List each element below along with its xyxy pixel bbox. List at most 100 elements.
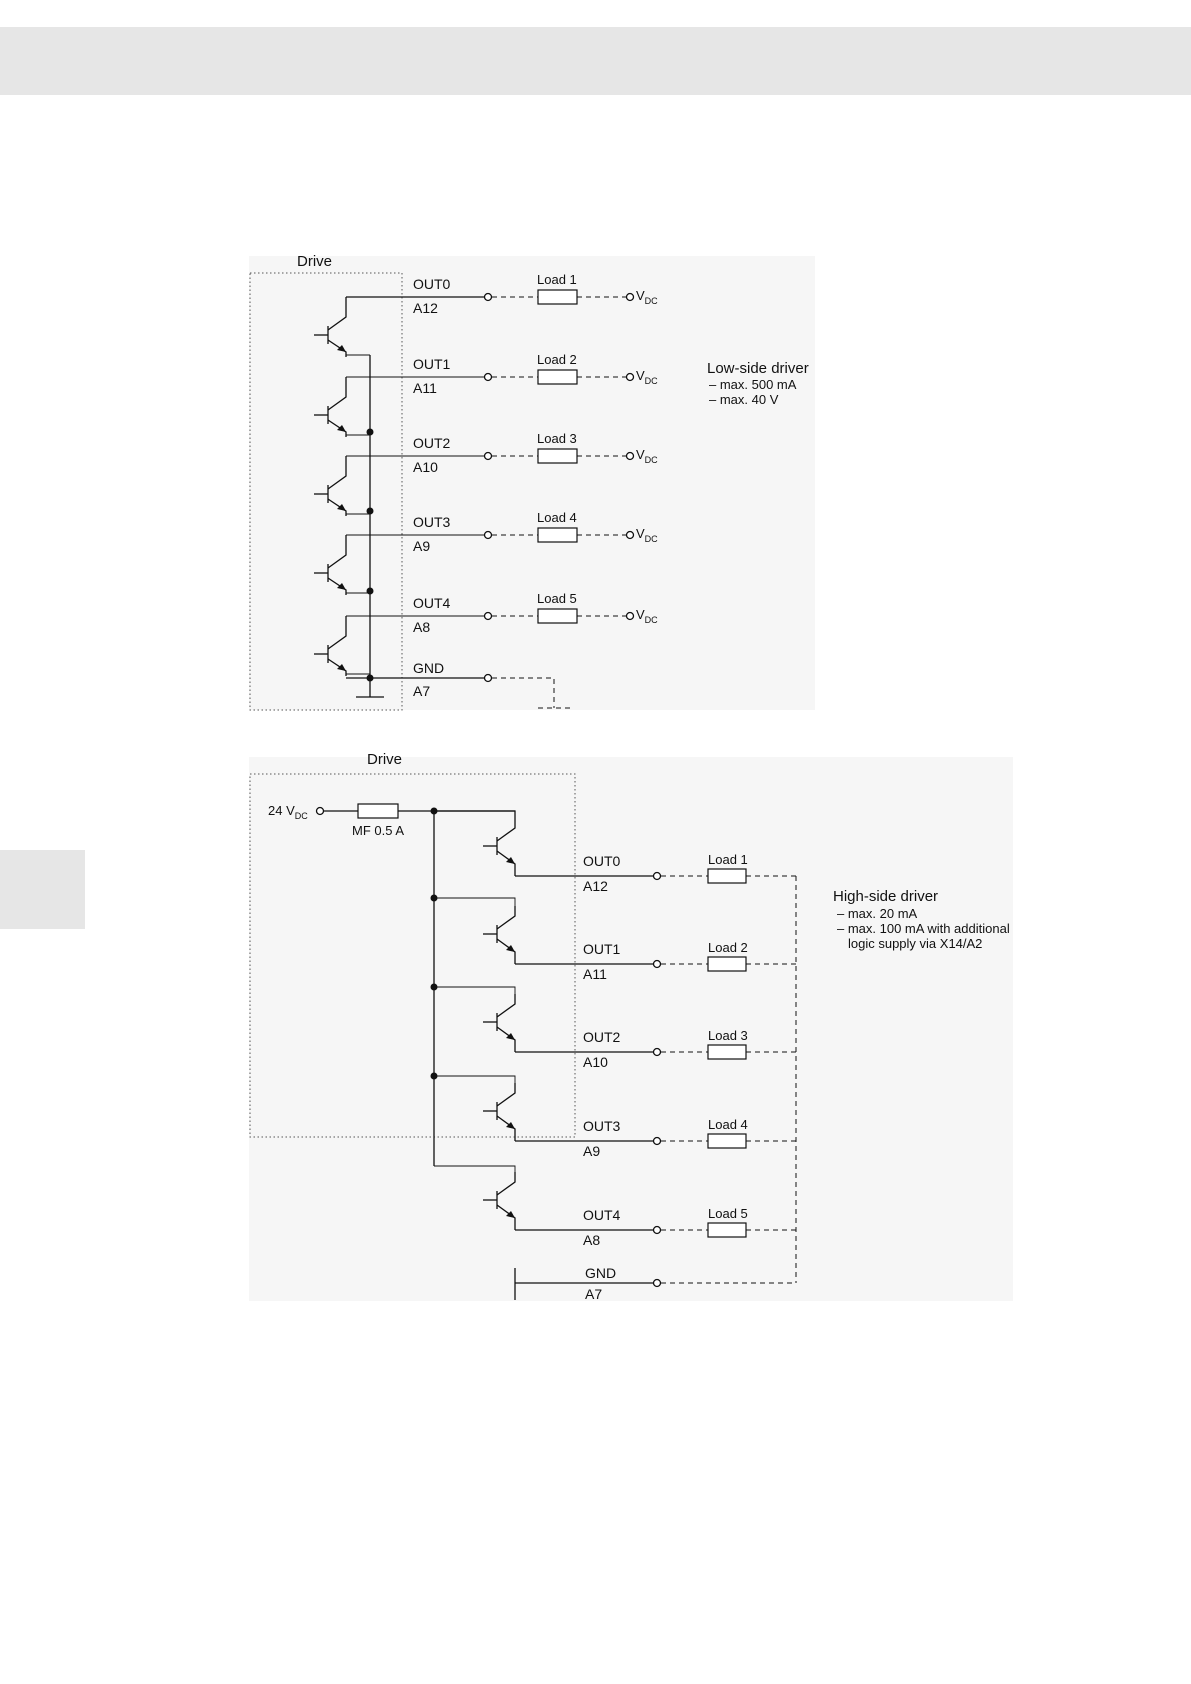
low-side-gnd-label: GND — [413, 660, 444, 676]
load-label: Load 5 — [708, 1206, 748, 1221]
high-side-note-line: – max. 20 mA — [837, 906, 918, 921]
collector-branch — [434, 810, 516, 818]
vdc-sub: DC — [645, 534, 658, 544]
load-label: Load 5 — [537, 591, 577, 606]
pin-label: A12 — [413, 300, 438, 316]
vdc-terminal — [625, 292, 635, 302]
load-resistor — [707, 1222, 747, 1238]
emitter-to-bus — [345, 592, 370, 595]
low-side-drive-label: Drive — [297, 253, 332, 270]
high-side-background — [249, 757, 1013, 1301]
output-label: OUT4 — [583, 1207, 621, 1223]
vdc-terminal — [625, 530, 635, 540]
load-resistor — [707, 1133, 747, 1149]
load-resistor — [537, 289, 578, 305]
vdc-main: V — [636, 607, 645, 622]
high-side-gnd-pin: A7 — [585, 1286, 602, 1302]
load-label: Load 4 — [537, 510, 577, 525]
emitter-arrow — [337, 345, 346, 352]
low-side-note-title: Low-side driver — [707, 360, 809, 377]
high-side-note-title: High-side driver — [833, 888, 938, 905]
vdc-sub: DC — [645, 296, 658, 306]
supply-terminal — [315, 806, 325, 816]
transistor-collector — [327, 616, 347, 650]
high-side-note-line: – max. 100 mA with additional — [837, 921, 1010, 936]
vdc-main: V — [636, 526, 645, 541]
vdc-terminal — [625, 451, 635, 461]
emitter-to-bus — [345, 513, 370, 516]
emitter-arrow — [506, 945, 515, 952]
output-label: OUT4 — [413, 595, 451, 611]
emitter-arrow — [337, 425, 346, 432]
load-label: Load 4 — [708, 1117, 748, 1132]
emitter-arrow — [506, 1033, 515, 1040]
fuse-label: MF 0.5 A — [352, 823, 404, 838]
emitter-arrow — [506, 1211, 515, 1218]
output-terminal — [483, 530, 493, 540]
low-side-gnd-pin: A7 — [413, 683, 430, 699]
bus-junction-dot — [366, 428, 374, 436]
transistor-collector — [327, 297, 347, 331]
output-terminal — [652, 1047, 662, 1057]
collector-branch — [434, 1165, 516, 1172]
collector-branch — [434, 986, 516, 994]
pin-label: A12 — [583, 878, 608, 894]
emitter-to-bus — [345, 434, 370, 437]
high-side-gnd-label: GND — [585, 1265, 616, 1281]
vdc-main: V — [636, 447, 645, 462]
pin-label: A10 — [583, 1054, 608, 1070]
pin-label: A8 — [583, 1232, 600, 1248]
low-side-gnd-external — [492, 677, 555, 708]
emitter-arrow — [337, 504, 346, 511]
transistor-collector — [496, 906, 516, 930]
emitter-to-bus — [345, 673, 370, 676]
emitter-arrow — [506, 857, 515, 864]
output-terminal — [652, 1225, 662, 1235]
emitter-arrow — [337, 583, 346, 590]
output-terminal — [652, 871, 662, 881]
vdc-label: VDC — [636, 288, 658, 306]
low-side-drive-box — [249, 272, 403, 711]
load-resistor — [707, 956, 747, 972]
load-resistor — [537, 369, 578, 385]
output-terminal — [483, 611, 493, 621]
fuse-symbol — [357, 803, 399, 819]
pin-label: A11 — [583, 966, 607, 982]
transistor-collector — [496, 994, 516, 1018]
header-bar — [0, 27, 1191, 95]
transistor-collector — [327, 377, 347, 411]
pin-label: A10 — [413, 459, 438, 475]
bus-junction-dot — [366, 507, 374, 515]
load-resistor — [537, 527, 578, 543]
pin-label: A9 — [583, 1143, 600, 1159]
collector-branch — [434, 1075, 516, 1083]
output-label: OUT1 — [413, 356, 451, 372]
vdc-terminal — [625, 372, 635, 382]
output-label: OUT0 — [583, 853, 621, 869]
low-side-note-line: – max. 40 V — [709, 392, 779, 407]
load-resistor — [707, 868, 747, 884]
collector-branch — [434, 897, 516, 906]
vdc-main: V — [636, 288, 645, 303]
vdc-label: VDC — [636, 368, 658, 386]
output-label: OUT2 — [413, 435, 451, 451]
high-side-gnd-terminal — [652, 1278, 662, 1288]
high-side-note-line: logic supply via X14/A2 — [848, 936, 982, 951]
chapter-tab — [0, 850, 85, 929]
low-side-note-line: – max. 500 mA — [709, 377, 797, 392]
pin-label: A11 — [413, 380, 437, 396]
pin-label: A8 — [413, 619, 430, 635]
load-resistor — [537, 448, 578, 464]
output-terminal — [483, 292, 493, 302]
supply-label: 24 VDC — [268, 803, 308, 821]
emitter-arrow — [506, 1122, 515, 1129]
load-label: Load 2 — [537, 352, 577, 367]
vdc-sub: DC — [645, 376, 658, 386]
transistor-collector — [496, 1172, 516, 1196]
transistor-collector — [496, 1083, 516, 1107]
transistor-collector — [496, 818, 516, 842]
transistor-collector — [327, 535, 347, 569]
